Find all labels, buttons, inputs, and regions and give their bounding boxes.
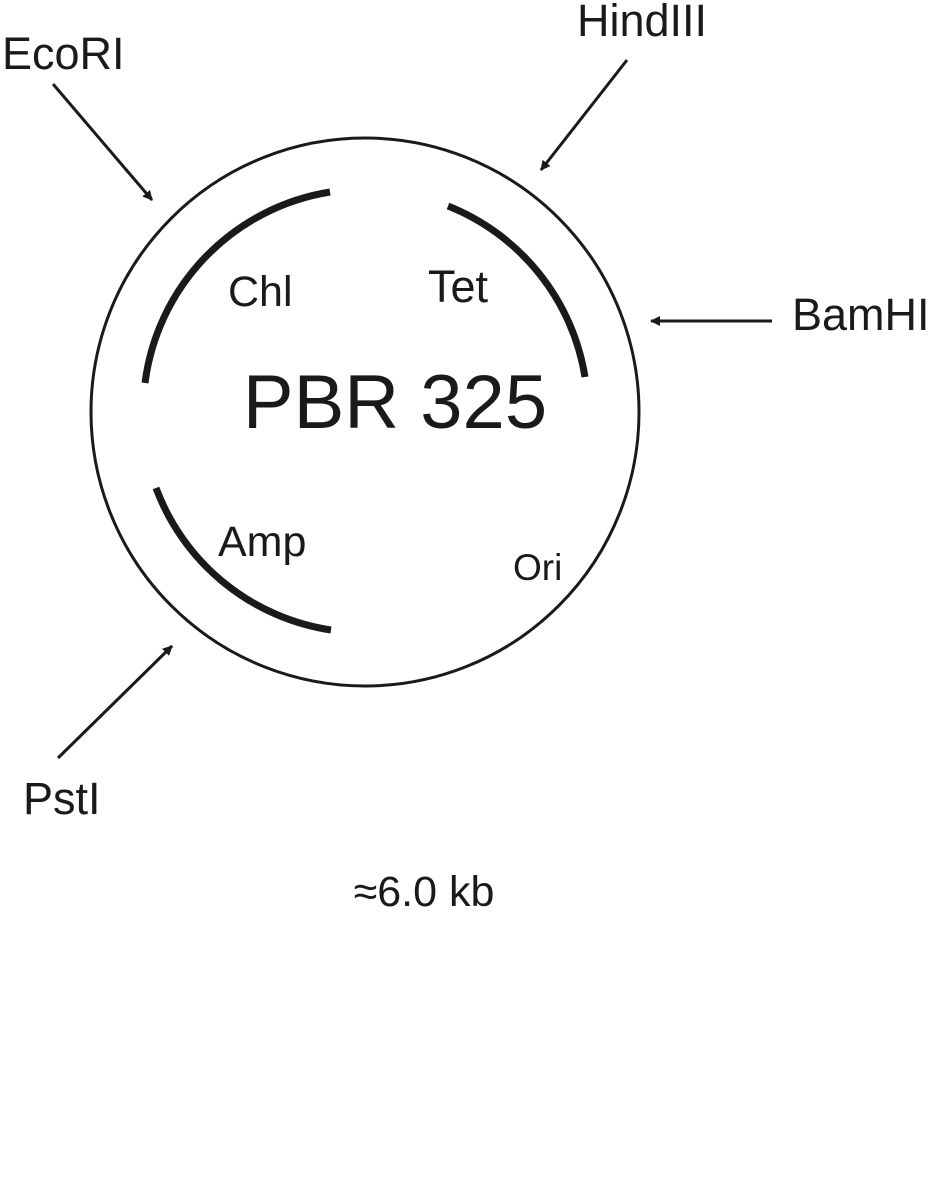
bamhi-label: BamHI	[792, 289, 930, 340]
ecori-label: EcoRI	[2, 28, 125, 79]
tet-label: Tet	[428, 261, 489, 312]
chl-gene-arc	[141, 188, 331, 384]
chl-label: Chl	[228, 268, 293, 316]
tet-gene-arc	[446, 202, 589, 378]
hindiii-arrow	[539, 59, 629, 171]
amp-gene-arc	[152, 486, 332, 634]
ori-label: Ori	[513, 547, 562, 588]
ecori-arrow	[51, 83, 154, 201]
hindiii-label: HindIII	[577, 0, 707, 46]
plasmid-name: PBR 325	[243, 360, 547, 445]
psti-label: PstI	[23, 773, 101, 824]
plasmid-size: ≈6.0 kb	[354, 868, 495, 916]
amp-label: Amp	[218, 518, 306, 566]
psti-arrow	[56, 644, 174, 760]
plasmid-circle	[89, 136, 641, 688]
